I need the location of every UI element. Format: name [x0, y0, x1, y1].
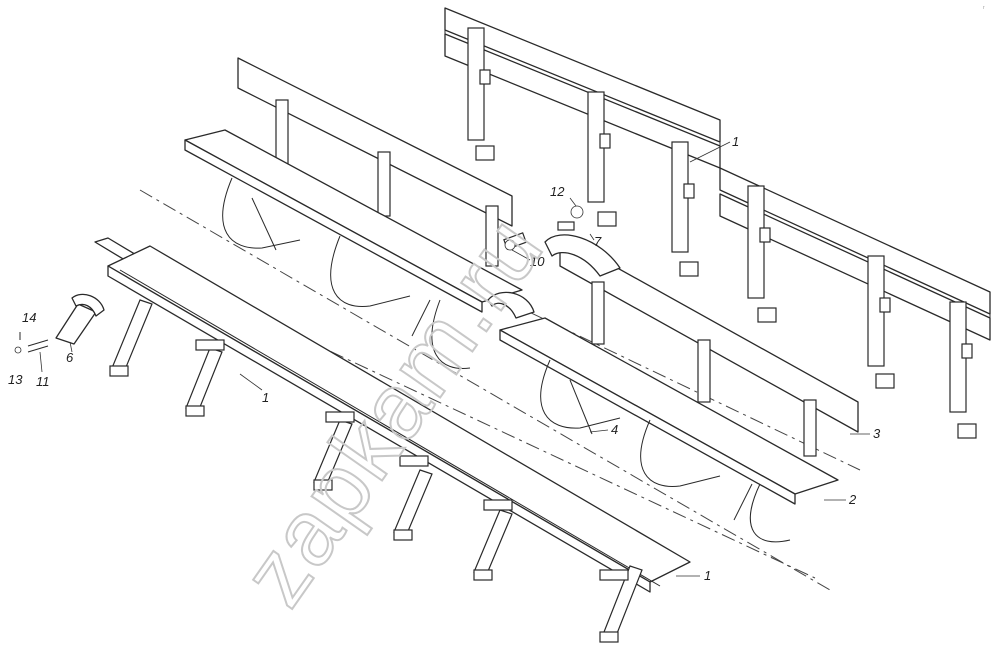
side-panel-rear: [444, 7, 991, 341]
bench-3: [184, 57, 859, 543]
callout-2: 2: [848, 492, 857, 507]
small-parts: [503, 205, 584, 251]
bracket: [671, 141, 699, 277]
callout-4: 4: [611, 422, 618, 437]
panel-brackets: [467, 27, 977, 439]
bench-1: [94, 237, 691, 643]
bracket: [587, 91, 617, 227]
bracket: [949, 301, 977, 439]
callout-1-panel: 1: [732, 134, 739, 149]
callout-1-bench-end: 1: [704, 568, 711, 583]
corner-mark: r: [983, 5, 985, 11]
callout-1-bench: 1: [262, 390, 269, 405]
callout-12: 12: [550, 184, 565, 199]
callout-10: 10: [530, 254, 545, 269]
callout-7: 7: [594, 234, 602, 249]
callout-11: 11: [36, 374, 50, 389]
callout-13: 13: [8, 372, 23, 387]
callout-6: 6: [66, 350, 74, 365]
callouts: 1 1 1 2 3 4 6 7 10 11 12 13 14: [8, 134, 881, 583]
callout-3: 3: [873, 426, 881, 441]
handle-assembly: [14, 293, 105, 354]
bracket: [467, 27, 495, 161]
bracket: [747, 185, 777, 323]
bracket: [867, 255, 895, 389]
callout-14: 14: [22, 310, 36, 325]
